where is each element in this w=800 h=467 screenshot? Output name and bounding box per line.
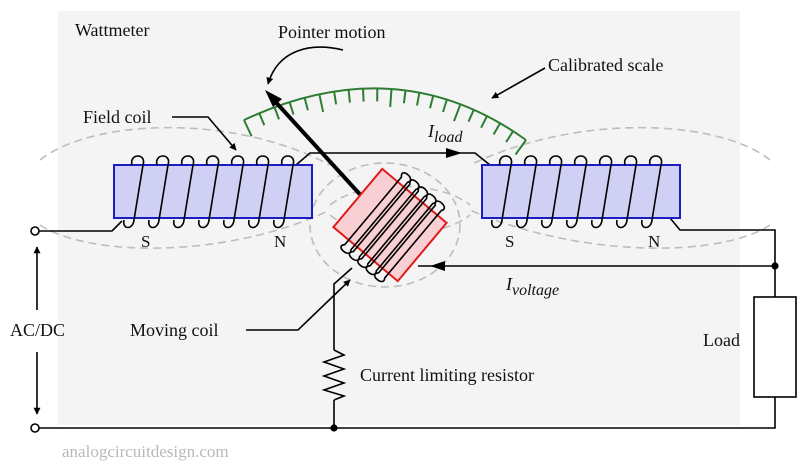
scale-tick xyxy=(333,91,338,105)
scale-tick xyxy=(273,106,280,120)
current-limiting-resistor-label: Current limiting resistor xyxy=(360,365,534,385)
coil-winding xyxy=(491,155,513,229)
pointer-motion-arrow xyxy=(266,46,344,85)
current-limiting-resistor xyxy=(321,349,347,401)
wattmeter-title: Wattmeter xyxy=(75,20,150,40)
source-label: AC/DC xyxy=(10,320,65,340)
coil-winding xyxy=(173,155,195,229)
coil-winding xyxy=(541,155,563,229)
left-coil-north-pole: N xyxy=(274,232,286,251)
scale-tick xyxy=(258,112,266,126)
coil-winding xyxy=(641,155,663,229)
left-coil-south-pole: S xyxy=(141,232,150,251)
pointer-motion-label: Pointer motion xyxy=(278,22,386,42)
scale-tick xyxy=(467,109,475,123)
scale-tick xyxy=(480,115,488,129)
coil-winding xyxy=(198,155,220,229)
calibrated-scale-label: Calibrated scale xyxy=(548,55,663,75)
moving-coil-winding xyxy=(340,172,412,255)
source-terminal-top xyxy=(30,226,40,236)
moving-coil-label: Moving coil xyxy=(130,320,219,340)
load-label: Load xyxy=(703,330,740,350)
scale-tick xyxy=(362,88,365,102)
scale-tick xyxy=(514,139,527,156)
calibrated-scale-leader xyxy=(491,67,546,99)
scale-tick xyxy=(389,88,393,108)
moving-coil-winding xyxy=(373,200,446,283)
right-coil-north-pole: N xyxy=(648,232,660,251)
scale-tick xyxy=(347,89,351,103)
watermark: analogcircuitdesign.com xyxy=(62,442,229,461)
scale-tick xyxy=(243,119,253,137)
pointer-needle xyxy=(270,96,378,214)
coil-winding xyxy=(273,155,295,229)
coil-winding xyxy=(123,155,145,229)
scale-tick xyxy=(442,99,448,113)
magnetic-field-lines xyxy=(39,126,771,288)
coil-winding xyxy=(148,155,170,229)
scale-tick xyxy=(505,130,514,143)
load-current-arrow xyxy=(446,148,462,158)
pointer-tip xyxy=(265,90,282,107)
scale-tick xyxy=(402,90,407,104)
moving-coil-winding xyxy=(348,179,420,262)
scale-tick xyxy=(303,97,309,111)
coil-winding xyxy=(616,155,638,229)
load-current-label: Iload xyxy=(427,121,463,146)
scale-tick xyxy=(288,101,295,115)
source-terminal-bottom xyxy=(30,423,40,433)
scale-tick xyxy=(318,94,325,113)
load-resistor xyxy=(753,296,797,398)
coil-winding xyxy=(223,155,245,229)
moving-coil-winding xyxy=(365,193,437,276)
return-node-dot xyxy=(330,424,338,432)
scale-tick xyxy=(429,95,435,109)
moving-coil-winding xyxy=(357,186,429,269)
voltage-current-arrow xyxy=(430,261,445,271)
calibrated-scale xyxy=(243,87,527,156)
field-coil-label: Field coil xyxy=(83,107,152,127)
left-field-coil xyxy=(113,155,313,229)
scale-tick xyxy=(492,122,501,135)
coil-winding xyxy=(591,155,613,229)
moving-coil-leader xyxy=(246,279,351,331)
scale-tick xyxy=(453,103,462,122)
load-node-dot xyxy=(771,262,779,270)
moving-coil xyxy=(331,167,449,283)
coil-winding xyxy=(566,155,588,229)
coil-winding xyxy=(248,155,270,229)
field-coil-leader xyxy=(172,116,237,151)
right-field-coil xyxy=(481,155,681,229)
coil-winding xyxy=(516,155,538,229)
voltage-current-label: Ivoltage xyxy=(505,274,559,299)
scale-tick xyxy=(416,92,421,106)
right-coil-south-pole: S xyxy=(505,232,514,251)
